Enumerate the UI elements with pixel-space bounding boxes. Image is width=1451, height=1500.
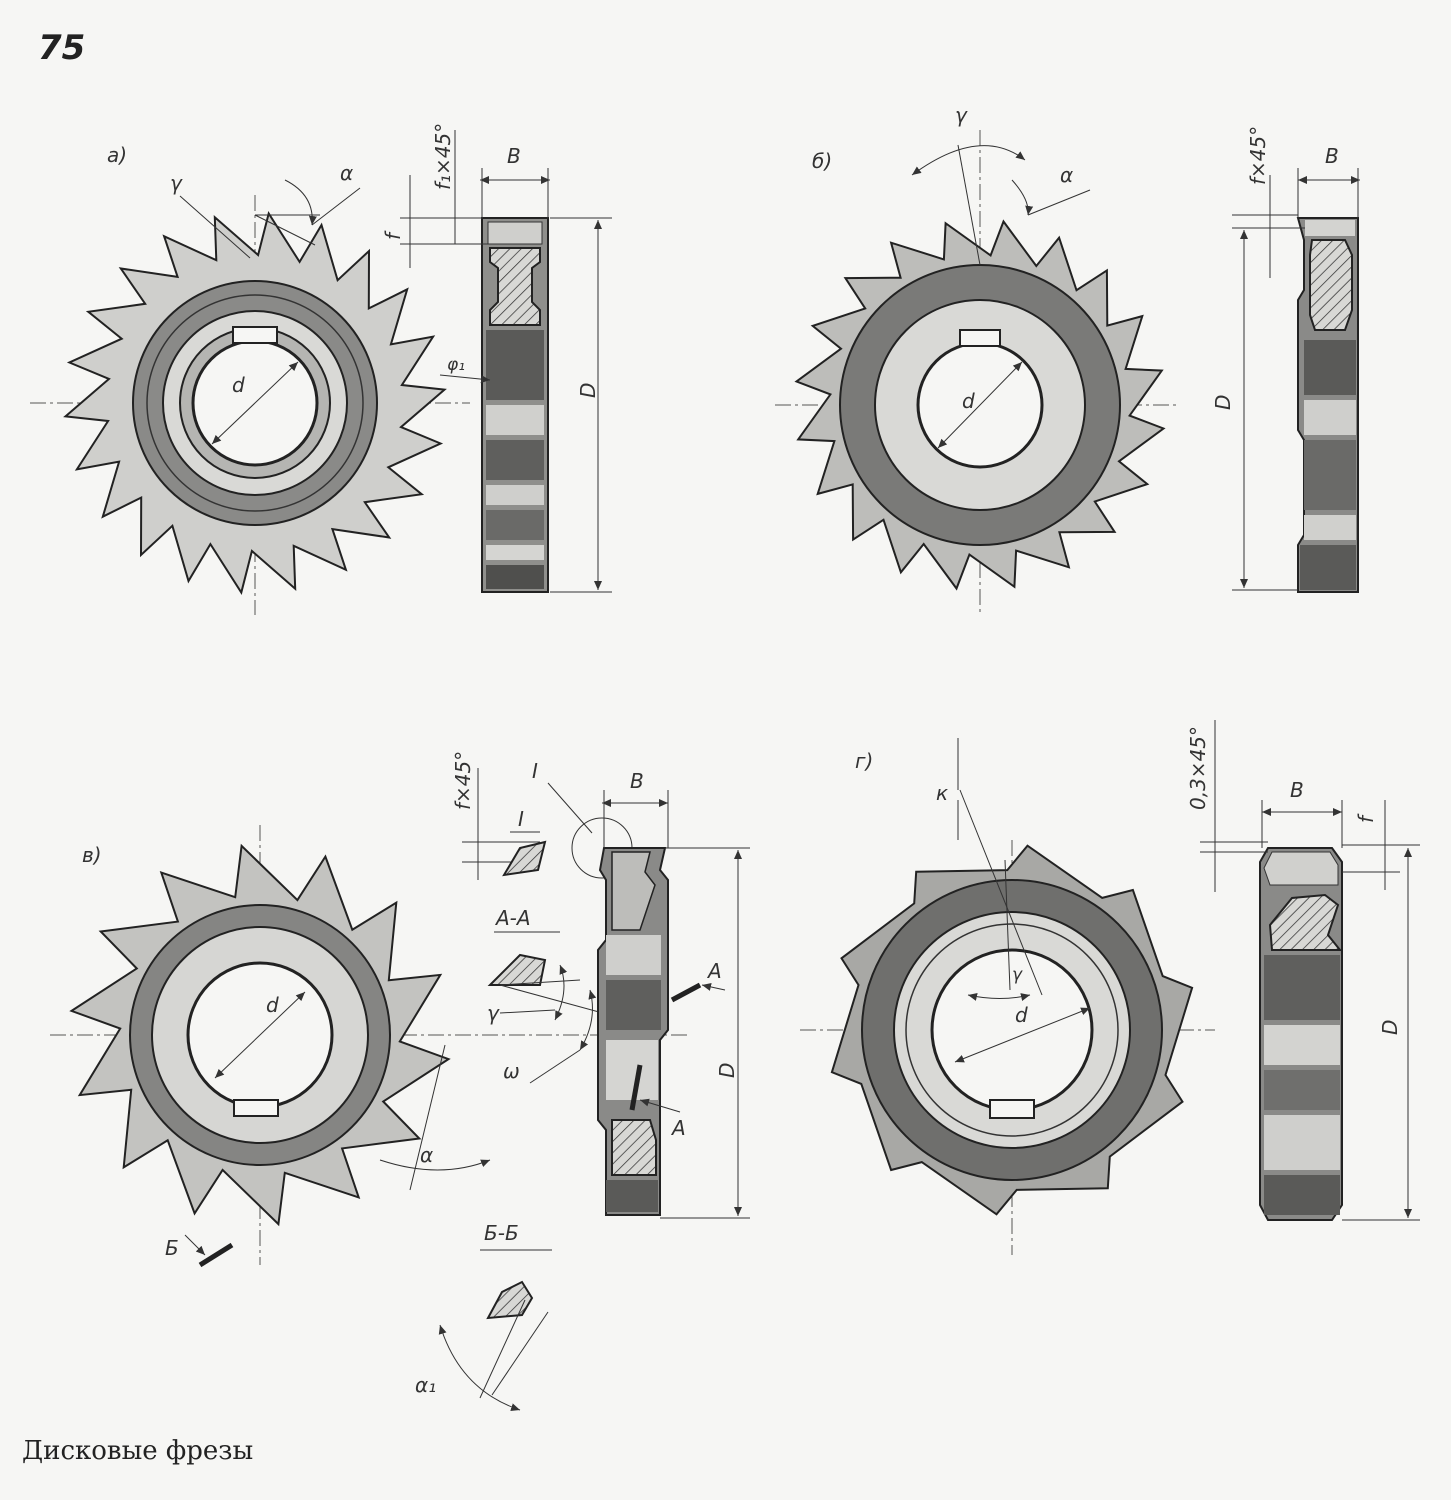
label-g-gamma: γ <box>1012 965 1023 985</box>
cutter-a-side-view: B D f f₁×45° φ₁ <box>381 123 612 593</box>
detail-i-profile <box>502 840 547 877</box>
label-v-cut-b: Б <box>165 1236 179 1260</box>
label-a-tag: а) <box>107 143 127 167</box>
label-v-cut-a-bottom: А <box>670 1116 686 1140</box>
figure-caption: Дисковые фрезы <box>22 1436 254 1466</box>
cutter-b-keyway <box>959 329 1001 347</box>
label-a-phi1: φ₁ <box>447 355 465 375</box>
label-g-D: D <box>1378 1020 1402 1035</box>
section-bb-profile <box>486 1280 534 1320</box>
figure-g: d γ к г) B 0,3×45° <box>800 720 1420 1255</box>
cutter-a-keyway <box>232 326 278 344</box>
label-b-gamma: γ <box>955 103 968 127</box>
figure-b: d б) γ α B D f×45° <box>775 103 1360 612</box>
label-v-gamma: γ <box>487 1001 500 1025</box>
label-v-omega: ω <box>503 1059 520 1083</box>
label-a-width: B <box>507 144 521 168</box>
label-a-D: D <box>576 383 600 398</box>
label-v-tag: в) <box>82 843 102 867</box>
cutter-v-keyway <box>233 1099 279 1117</box>
label-b-d: d <box>962 389 975 413</box>
figure-v: d в) α Б f×45° I I А-А γ ω <box>50 751 750 1411</box>
label-v-d: d <box>266 993 279 1017</box>
label-g-f: f <box>1354 813 1378 823</box>
label-v-chamfer: f×45° <box>451 751 475 810</box>
label-v-cut-a-top: А <box>706 959 722 983</box>
page-number: 75 <box>38 28 86 68</box>
cutter-v-side-view: B D А А <box>597 769 750 1219</box>
label-b-chamfer: f×45° <box>1246 126 1270 185</box>
label-g-tag: г) <box>855 749 873 773</box>
label-v-detail-small: I <box>518 807 524 831</box>
label-a-gamma: γ <box>170 171 183 195</box>
label-v-section-bb: Б-Б <box>484 1221 519 1245</box>
cutter-b-side-view: B D f×45° <box>1211 126 1360 593</box>
label-g-d: d <box>1015 1003 1028 1027</box>
label-g-k: к <box>936 781 948 805</box>
label-b-D: D <box>1211 395 1235 410</box>
label-v-width: B <box>630 769 644 793</box>
label-v-D: D <box>715 1063 739 1078</box>
label-g-chamfer: 0,3×45° <box>1186 726 1210 810</box>
cutter-g-side-view: B 0,3×45° f D <box>1186 720 1420 1221</box>
label-b-alpha: α <box>1060 163 1073 187</box>
label-g-width: B <box>1290 778 1304 802</box>
figure-a: d а) γ α B D <box>30 123 612 615</box>
label-a-alpha: α <box>340 161 353 185</box>
label-v-alpha1: α₁ <box>415 1373 436 1397</box>
label-v-section-aa: А-А <box>494 906 531 930</box>
label-v-alpha: α <box>420 1143 433 1167</box>
label-b-width: B <box>1325 144 1339 168</box>
section-aa-profile <box>487 953 547 986</box>
label-a-d: d <box>232 373 245 397</box>
label-b-tag: б) <box>812 149 832 173</box>
label-v-detail: I <box>532 759 538 783</box>
cutter-g-keyway <box>989 1099 1035 1119</box>
label-a-f: f <box>381 230 405 240</box>
label-a-chamfer1: f₁×45° <box>431 123 455 190</box>
